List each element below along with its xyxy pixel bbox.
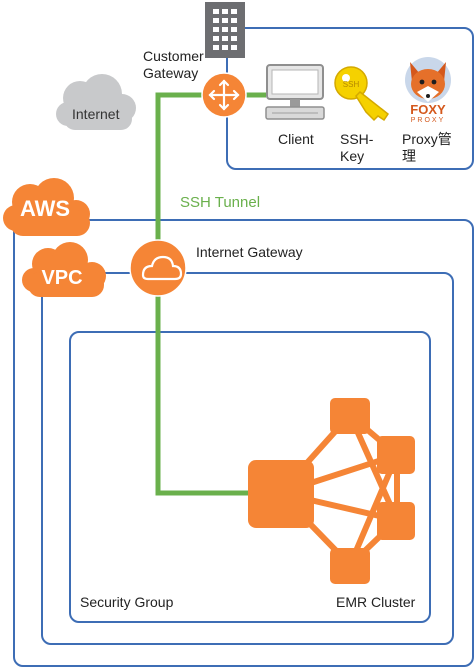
ssh-key-label-line2: Key — [340, 148, 365, 164]
internet-cloud-icon — [56, 74, 136, 130]
emr-cluster-icon — [248, 398, 415, 584]
key-inscription: SSH — [343, 80, 360, 89]
vpc-cloud-icon — [22, 242, 106, 297]
proxy-label: Proxy管 理 — [402, 131, 452, 165]
proxy-label-line1: Proxy管 — [402, 131, 452, 147]
aws-cloud-box — [13, 219, 474, 667]
proxy-label-line2: 理 — [402, 148, 416, 164]
internet-gateway-icon — [129, 239, 187, 297]
aws-cloud-icon — [3, 178, 90, 236]
foxyproxy-logo-icon: FOXY PROXY — [405, 57, 451, 124]
ssh-key-label-line1: SSH- — [340, 131, 374, 147]
vpc-box — [41, 272, 454, 645]
emr-cluster-label: EMR Cluster — [336, 594, 416, 610]
client-computer-icon — [265, 64, 325, 120]
aws-label: AWS — [19, 196, 71, 221]
server-icon — [205, 2, 245, 58]
customer-gateway-label: Customer Gateway — [143, 48, 204, 82]
ssh-key-label: SSH- Key — [340, 131, 373, 165]
security-group-label: Security Group — [80, 594, 174, 610]
client-label: Client — [278, 131, 314, 147]
ssh-key-icon: SSH — [334, 66, 390, 122]
router-icon — [201, 72, 247, 118]
customer-gateway-label-line1: Customer — [143, 48, 204, 64]
foxy-logo-text: FOXY — [410, 102, 446, 117]
internet-label: Internet — [72, 106, 120, 122]
customer-gateway-label-line2: Gateway — [143, 65, 199, 81]
proxy-logo-text: PROXY — [411, 117, 446, 124]
security-group-box — [69, 331, 431, 623]
ssh-tunnel-label: SSH Tunnel — [180, 194, 261, 211]
internet-gateway-label: Internet Gateway — [196, 244, 303, 260]
vpc-label: VPC — [41, 267, 83, 289]
